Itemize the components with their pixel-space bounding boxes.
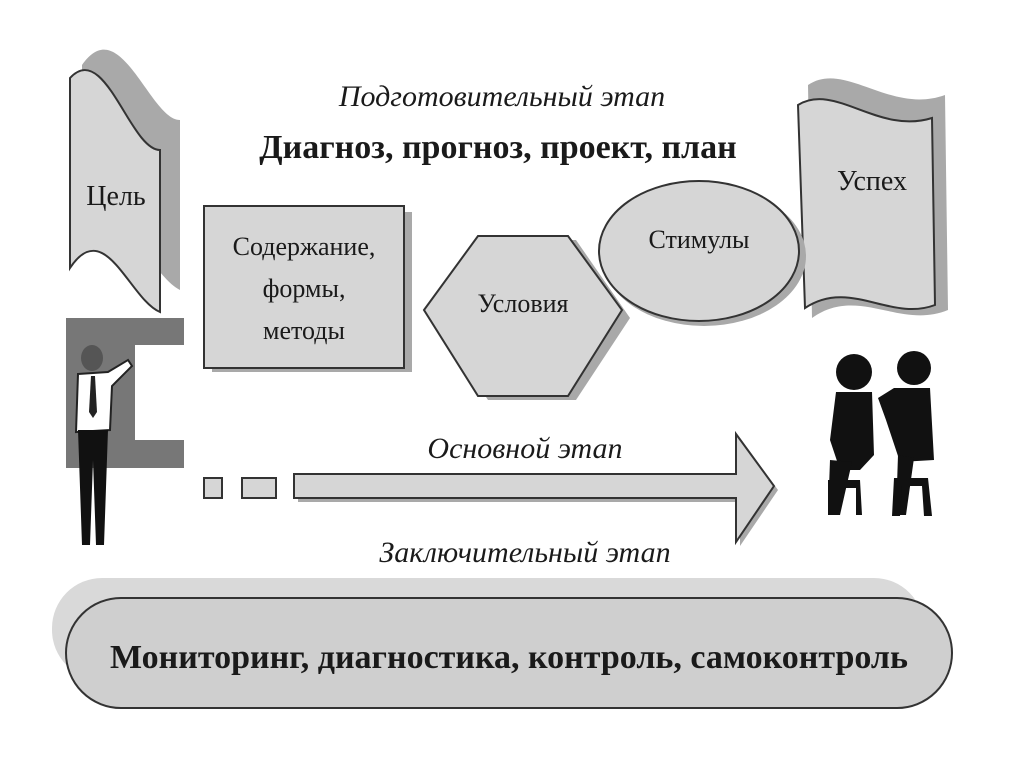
content-box xyxy=(203,205,405,369)
chair-2 xyxy=(892,478,932,516)
student-2-head xyxy=(897,351,931,385)
success-label: Успех xyxy=(837,166,907,197)
teacher-head xyxy=(81,345,103,371)
chair-1 xyxy=(828,480,862,515)
student-1-body xyxy=(830,392,874,470)
main-stage-arrow xyxy=(203,430,778,546)
success-flag: Успех xyxy=(796,78,948,319)
student-1-head xyxy=(836,354,872,390)
student-2-body xyxy=(878,388,934,462)
goal-label: Цель xyxy=(86,181,145,212)
stimuli-ellipse-shape xyxy=(598,180,800,322)
content-line-2: формы, xyxy=(263,274,346,303)
final-stage-bar: Мониторинг, диагностика, контроль, самок… xyxy=(52,578,953,709)
teacher-legs xyxy=(78,430,108,545)
content-forms-methods-box: Содержание, формы, методы xyxy=(203,205,412,372)
conditions-hexagon: Условия xyxy=(422,235,630,400)
preparatory-stage-title: Подготовительный этап xyxy=(338,80,665,113)
content-line-1: Содержание, xyxy=(233,232,376,261)
final-bar-shape xyxy=(65,597,953,709)
students-icon xyxy=(828,351,934,516)
main-stage-title: Основной этап xyxy=(427,432,622,465)
stimuli-label: Стимулы xyxy=(648,225,749,254)
conditions-hexagon-shape xyxy=(422,235,624,397)
stimuli-ellipse: Стимулы xyxy=(598,180,806,326)
teacher-tie xyxy=(89,376,97,418)
conditions-label: Условия xyxy=(478,289,569,318)
arrow-square-2 xyxy=(241,477,277,499)
final-stage-title: Заключительный этап xyxy=(379,536,670,569)
goal-flag: Цель xyxy=(69,49,180,314)
teacher-icon xyxy=(66,318,184,545)
arrow-square-1 xyxy=(203,477,223,499)
preparatory-stage-subtitle: Диагноз, прогноз, проект, план xyxy=(259,129,736,166)
arrow-shape xyxy=(293,430,776,546)
final-stage-content: Мониторинг, диагностика, контроль, самок… xyxy=(110,639,908,676)
content-line-3: методы xyxy=(263,316,345,345)
success-flag-shape xyxy=(796,98,937,311)
board-cutout xyxy=(135,345,184,440)
goal-flag-shape xyxy=(69,69,161,314)
